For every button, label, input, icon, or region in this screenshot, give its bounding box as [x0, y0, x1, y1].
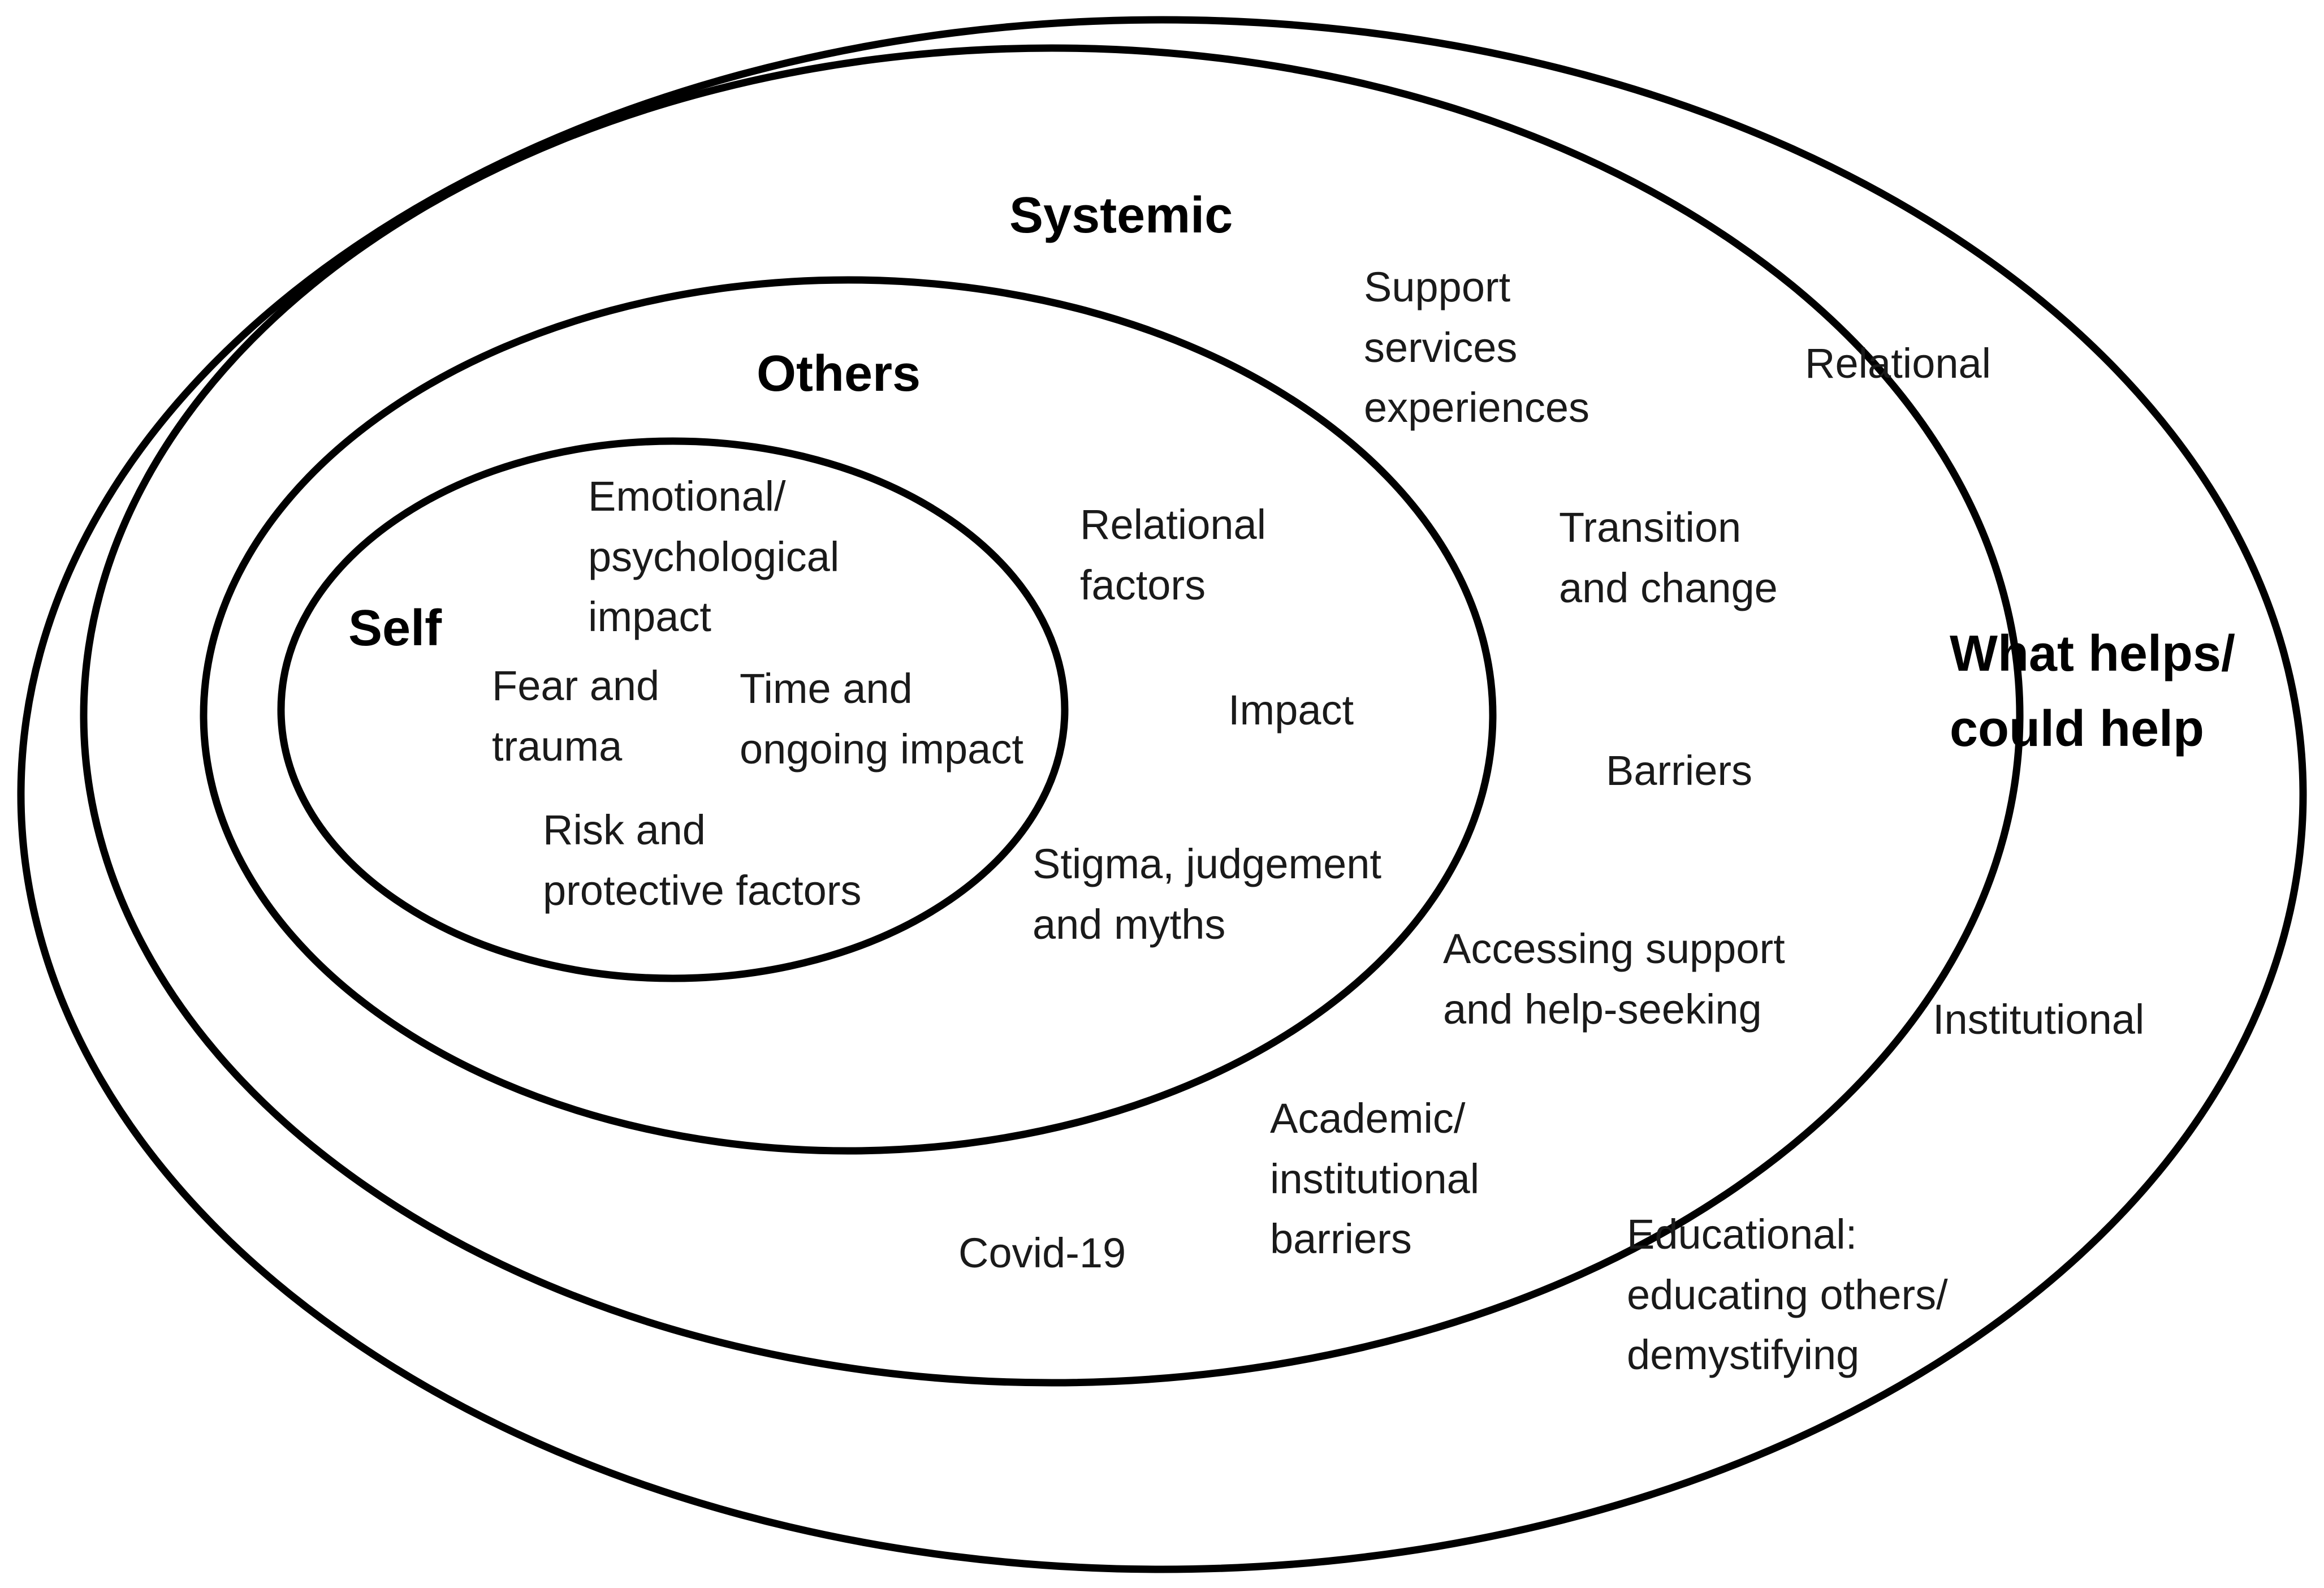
what-helps-ring: [17, 16, 2307, 1573]
theme-barriers: Barriers: [1606, 747, 1753, 794]
theme-transition-and-change: Transition and change: [1559, 504, 1778, 611]
what-helps-heading: What helps/ could help: [1950, 625, 2236, 758]
theme-covid-19: Covid-19: [958, 1229, 1126, 1276]
theme-relational: Relational: [1805, 340, 1992, 387]
theme-accessing-support-and-help-seeking: Accessing support and help-seeking: [1443, 925, 1785, 1033]
systemic-ring: [80, 44, 2024, 1387]
theme-educational-educating-others-demystifying: Educational: educating others/ demystify…: [1627, 1211, 1948, 1379]
theme-fear-and-trauma: Fear and trauma: [492, 662, 660, 770]
theme-academic-institutional-barriers: Academic/ institutional barriers: [1270, 1095, 1480, 1263]
others-ring: [200, 276, 1497, 1155]
theme-time-and-ongoing-impact: Time and ongoing impact: [740, 665, 1023, 773]
theme-support-services-experiences: Support services experiences: [1364, 264, 1590, 431]
others-heading: Others: [757, 346, 921, 402]
theme-impact: Impact: [1228, 687, 1354, 733]
self-ring: [277, 437, 1069, 982]
systemic-heading: Systemic: [1009, 187, 1233, 244]
theme-institutional: Institutional: [1933, 996, 2145, 1043]
theme-risk-and-protective-factors: Risk and protective factors: [543, 806, 862, 914]
self-heading: Self: [348, 600, 442, 657]
theme-emotional-psychological-impact: Emotional/ psychological impact: [588, 473, 840, 641]
theme-relational-factors: Relational factors: [1080, 501, 1267, 609]
theme-stigma-judgement-and-myths: Stigma, judgement and myths: [1033, 840, 1382, 948]
